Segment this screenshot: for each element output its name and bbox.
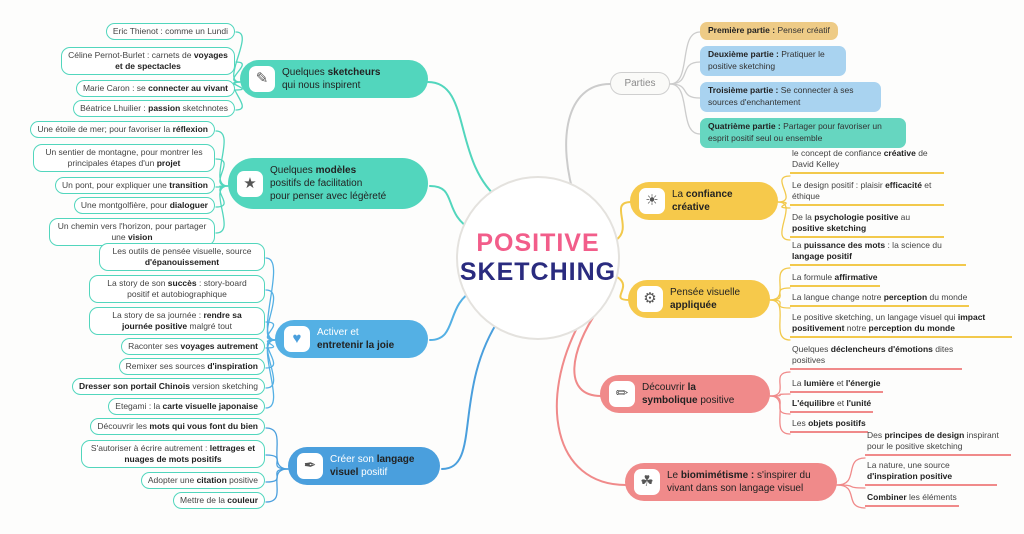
pencil-note-icon: ✎ xyxy=(249,66,275,92)
central-title-line2: SKETCHING xyxy=(459,258,617,286)
mindmap-leaf[interactable]: Etegami : la carte visuelle japonaise xyxy=(108,398,265,416)
mindmap-leaf[interactable]: La nature, une source d'inspiration posi… xyxy=(865,460,997,487)
mindmap-leaf[interactable]: La lumière et l'énergie xyxy=(790,378,883,394)
mindmap-leaf[interactable]: La puissance des mots : la science du la… xyxy=(790,240,966,267)
central-title-line1: POSITIVE xyxy=(476,229,600,257)
mindmap-leaf[interactable]: S'autoriser à écrire autrement : lettrag… xyxy=(81,440,265,469)
leaf-icon: ☘ xyxy=(634,469,660,495)
branch-parties[interactable]: Parties xyxy=(610,72,670,95)
mindmap-leaf[interactable]: Combiner les éléments xyxy=(865,492,959,508)
mindmap-leaf[interactable]: La story de sa journée : rendre sa journ… xyxy=(89,307,265,336)
writing-pen-icon: ✒ xyxy=(297,453,323,479)
mindmap-leaf[interactable]: L'équilibre et l'unité xyxy=(790,398,874,414)
mindmap-leaf[interactable]: Eric Thienot : comme un Lundi xyxy=(105,23,235,41)
mindmap-leaf[interactable]: Adopter une citation positive xyxy=(140,472,265,490)
mindmap-leaf[interactable]: Marie Caron : se connecter au vivant xyxy=(75,80,235,98)
mindmap-leaf[interactable]: La langue change notre perception du mon… xyxy=(790,292,970,308)
mindmap-leaf[interactable]: Céline Pernot-Burlet : carnets de voyage… xyxy=(61,47,235,76)
mindmap-leaf[interactable]: Des principes de design inspirant pour l… xyxy=(865,430,1011,457)
mindmap-leaf[interactable]: Mettre de la couleur xyxy=(173,492,265,510)
central-topic[interactable]: POSITIVE SKETCHING xyxy=(456,176,620,340)
mindmap-leaf[interactable]: Raconter ses voyages autrement xyxy=(121,338,265,356)
mindmap-leaf[interactable]: La formule affirmative xyxy=(790,272,880,288)
mindmap-leaf[interactable]: Quatrième partie : Partager pour favoris… xyxy=(700,118,906,148)
mindmap-leaf[interactable]: Le design positif : plaisir efficacité e… xyxy=(790,180,944,207)
mindmap-leaf[interactable]: Deuxième partie : Pratiquer le positive … xyxy=(700,46,846,76)
mindmap-leaf[interactable]: Dresser son portail Chinois version sket… xyxy=(71,378,265,396)
mindmap-leaf[interactable]: De la psychologie positive au positive s… xyxy=(790,212,944,239)
branch-label: Parties xyxy=(624,78,656,89)
mindmap-leaf[interactable]: Un chemin vers l'horizon, pour partager … xyxy=(49,218,215,247)
star-model-icon: ★ xyxy=(237,170,263,197)
head-lightbulb-icon: ⚙ xyxy=(637,286,663,312)
mindmap-leaf[interactable]: Découvrir les mots qui vous font du bien xyxy=(90,418,265,436)
mindmap-leaf[interactable]: Le positive sketching, un langage visuel… xyxy=(790,312,1012,339)
mindmap-leaf[interactable]: Un sentier de montagne, pour montrer les… xyxy=(33,144,215,173)
mindmap-leaf[interactable]: Une étoile de mer; pour favoriser la réf… xyxy=(30,121,215,139)
mindmap-leaf[interactable]: Les outils de pensée visuelle, source d'… xyxy=(99,243,265,272)
mindmap-leaf[interactable]: Remixer ses sources d'inspiration xyxy=(118,358,265,376)
mindmap-leaf[interactable]: le concept de confiance créative de Davi… xyxy=(790,148,944,175)
mindmap-leaf[interactable]: Béatrice Lhuilier : passion sketchnotes xyxy=(73,100,235,118)
mindmap-leaf[interactable]: Troisième partie : Se connecter à ses so… xyxy=(700,82,881,112)
pencil-icon: ✏ xyxy=(609,381,635,407)
heart-hand-icon: ♥ xyxy=(284,326,310,352)
mindmap-leaf[interactable]: Les objets positifs xyxy=(790,418,868,434)
mindmap-leaf[interactable]: Première partie : Penser créatif xyxy=(700,22,838,40)
mindmap-leaf[interactable]: Une montgolfière, pour dialoguer xyxy=(73,197,215,215)
creative-confidence-icon: ☀ xyxy=(639,188,665,214)
mindmap-leaf[interactable]: Quelques déclencheurs d'émotions dites p… xyxy=(790,344,962,371)
mindmap-leaf[interactable]: La story de son succès : story-board pos… xyxy=(89,275,265,304)
mindmap-leaf[interactable]: Un pont, pour expliquer une transition xyxy=(54,177,215,195)
